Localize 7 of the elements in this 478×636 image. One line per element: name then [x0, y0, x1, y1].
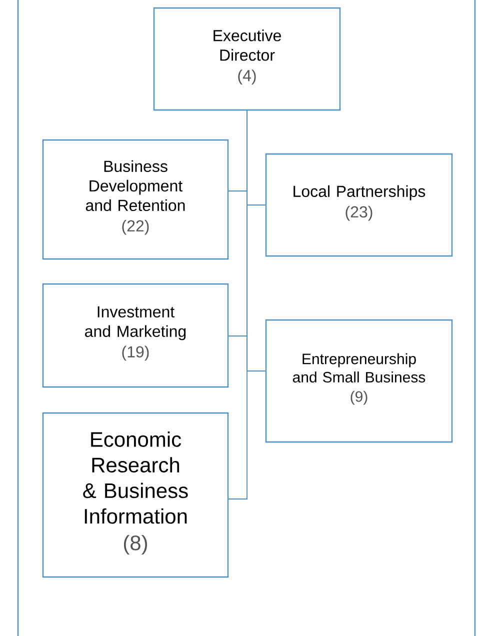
- connector-line: [228, 110, 248, 500]
- unit-box: Executive Director (4): [153, 7, 341, 111]
- unit-box: Economic Research & Business Information (8): [42, 412, 229, 578]
- unit-box: Investment and Marketing (19): [42, 283, 229, 388]
- unit-box: Local Partnerships (23): [265, 153, 453, 257]
- unit-box: Entrepreneurship and Small Business (9): [265, 319, 453, 443]
- unit-box: Business Development and Retention (22): [42, 139, 229, 260]
